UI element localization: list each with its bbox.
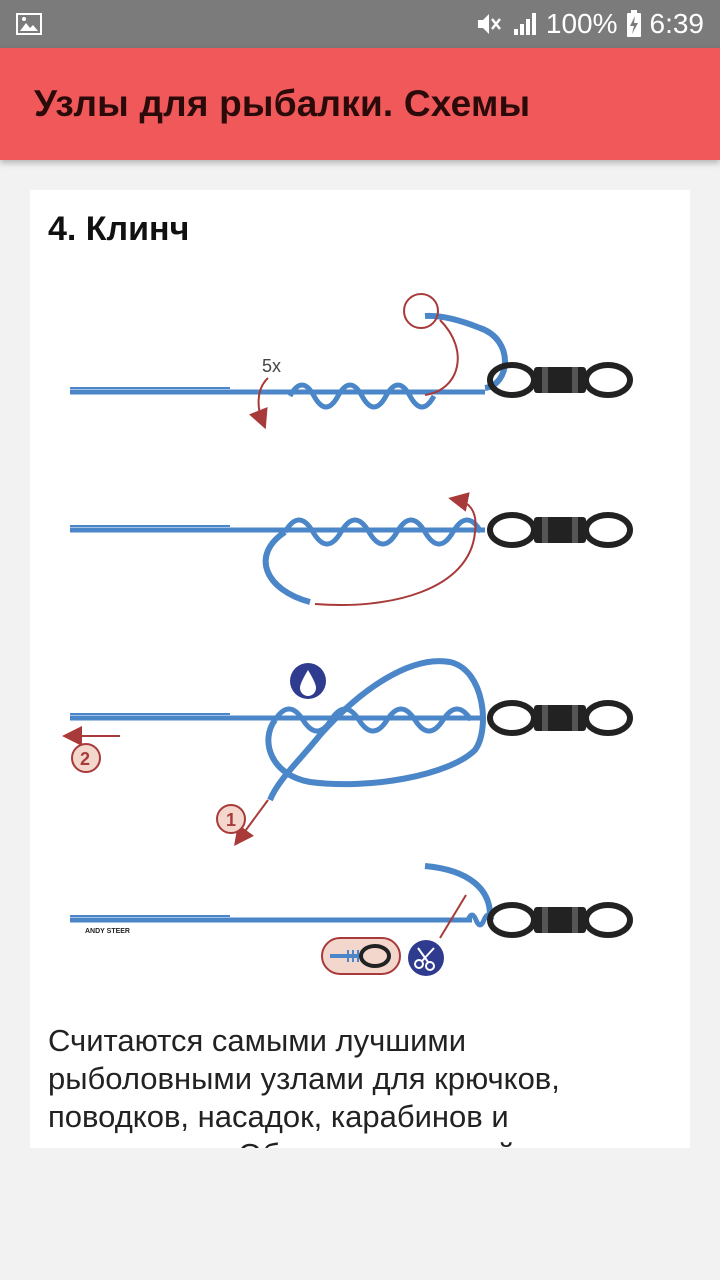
step-1-label: 1: [226, 810, 236, 830]
battery-charging-icon: [626, 10, 641, 37]
mute-icon: [477, 14, 501, 34]
app-bar: Узлы для рыбалки. Схемы: [0, 48, 720, 160]
scissors-icon: [414, 947, 435, 971]
step-three: 2 1: [62, 658, 630, 847]
gallery-icon: [16, 13, 42, 35]
card-heading: 4. Клинч: [48, 210, 190, 248]
swivel-icon: [490, 365, 630, 395]
credit: ANDY STEER: [85, 928, 130, 935]
description-text: Считаются самыми лучшими рыболовными узл…: [48, 1023, 560, 1148]
signal-icon: [513, 13, 536, 35]
step-two: [70, 492, 630, 606]
step-four: ANDY STEER: [70, 863, 630, 976]
step-2-label: 2: [80, 749, 90, 769]
step-one: 5x: [70, 293, 630, 430]
water-drop-icon: [300, 670, 316, 696]
clock: 6:39: [649, 8, 705, 39]
battery-percent: 100%: [545, 8, 618, 39]
clinch-knot-diagram: 5x 2 1: [62, 293, 690, 976]
status-bar: 100% 6:39: [0, 0, 720, 48]
content-card[interactable]: 4. Клинч 5x: [30, 190, 690, 1148]
bottom-area: [0, 1148, 720, 1280]
turns-label: 5x: [262, 356, 281, 376]
tightened-knot-icon: [330, 944, 391, 968]
app-title: Узлы для рыбалки. Схемы: [34, 83, 531, 124]
